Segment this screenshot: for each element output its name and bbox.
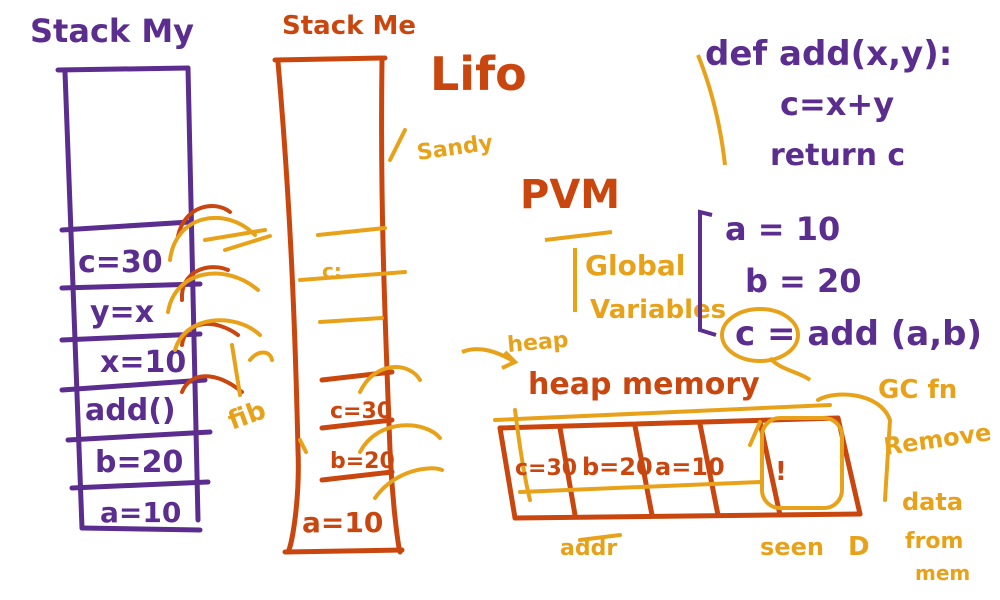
heap-cell-0: c=30 <box>515 456 577 481</box>
stack-my-title: Stack My <box>30 12 194 50</box>
heap-cell-4: ! <box>775 457 787 487</box>
heap-cell-1: b=20 <box>582 453 653 481</box>
stack-me-small-cell: c: <box>322 259 342 283</box>
pvm-underline <box>544 230 613 242</box>
code-line-1: def add(x,y): <box>705 34 952 74</box>
stack-me-outline <box>272 55 405 555</box>
stack-my-cell-4: b=20 <box>95 445 183 480</box>
stack-my-cell-5: a=10 <box>100 496 181 529</box>
pvm-title: PVM <box>520 172 620 218</box>
stack-my-cell-0: c=30 <box>78 245 163 280</box>
heap-gold-overlay <box>493 392 893 542</box>
stack-me-cell-2: a=10 <box>302 506 383 539</box>
global-bracket-purple <box>698 209 717 337</box>
mem-label: mem <box>915 561 970 585</box>
stack-my-cell-3: add() <box>85 393 176 428</box>
loop-arrows-gold <box>166 215 274 397</box>
stack-my-cell-2: x=10 <box>100 345 186 380</box>
heap-memory-label: heap memory <box>528 367 760 402</box>
stack-me-title: Stack Me <box>282 11 416 41</box>
from-label: from <box>905 529 963 554</box>
code-line-3: return c <box>770 138 905 173</box>
seen-label: seen <box>760 533 824 561</box>
global-c: c = add (a,b) <box>735 314 982 354</box>
code-line-2: c=x+y <box>780 85 894 123</box>
c-pointer <box>768 356 812 382</box>
gc-label: GC fn <box>878 375 957 405</box>
heap-arrow <box>461 347 519 370</box>
sandy-annotation: Sandy <box>415 131 494 166</box>
remove-label: Remove <box>882 418 993 461</box>
global-b: b = 20 <box>745 262 862 300</box>
d-label: D <box>848 532 870 562</box>
stack-me-cell-0: c=30 <box>330 399 392 424</box>
global-label: Global <box>585 249 685 282</box>
c-circle <box>720 307 800 363</box>
stack-my-outline <box>55 65 213 533</box>
data-label: data <box>902 488 963 516</box>
stack-me-gold-lines <box>298 226 407 324</box>
code-bracket <box>696 54 727 166</box>
heap-cell-2: a=10 <box>655 453 725 481</box>
fib-label: fib <box>224 395 270 436</box>
stack-me-cell-1: b=20 <box>330 449 395 474</box>
stack-my-cell-1: y=x <box>90 295 154 330</box>
lifo-label: Lifo <box>430 47 527 101</box>
addr-label: addr <box>560 536 617 561</box>
stack-me-gold-arrows <box>298 128 444 500</box>
variables-label: Variables <box>590 295 726 325</box>
heap-label: heap <box>506 328 569 358</box>
global-a: a = 10 <box>725 210 840 248</box>
